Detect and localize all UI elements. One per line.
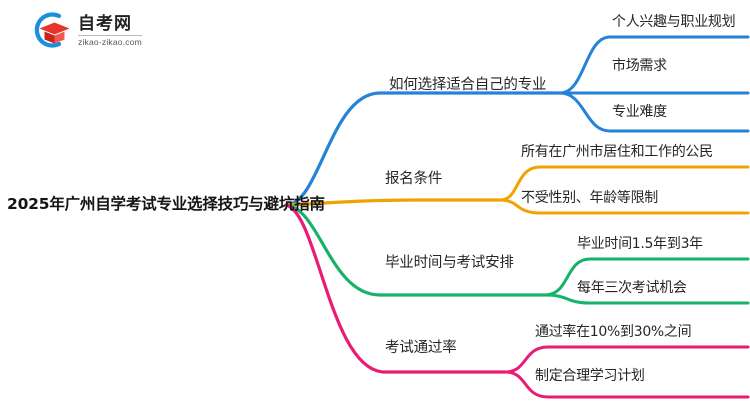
logo-site-name: 自考网 [78, 15, 142, 36]
branch-node-4[interactable]: 考试通过率 [385, 340, 457, 356]
logo-site-url: zikao-zikao.com [78, 36, 142, 47]
leaf-node-2-2[interactable]: 不受性别、年龄等限制 [521, 190, 658, 206]
connector-branch-2-to-leaf-1 [498, 165, 750, 202]
leaf-node-3-1[interactable]: 毕业时间1.5年到3年 [577, 236, 703, 252]
root-node[interactable]: 2025年广州自学考试专业选择技巧与避坑指南 [7, 195, 325, 213]
leaf-node-4-2[interactable]: 制定合理学习计划 [535, 368, 645, 384]
connector-root-to-branch-2 [284, 198, 502, 207]
branch-node-3[interactable]: 毕业时间与考试安排 [385, 255, 514, 271]
connector-branch-4-to-leaf-1 [503, 345, 750, 374]
branch-node-2[interactable]: 报名条件 [385, 171, 443, 187]
connector-root-to-branch-4 [284, 203, 507, 374]
connector-branch-2-to-leaf-2 [498, 198, 750, 215]
leaf-node-1-2[interactable]: 市场需求 [612, 58, 667, 74]
connector-branch-3-to-leaf-1 [543, 257, 750, 297]
leaf-node-2-1[interactable]: 所有在广州市居住和工作的公民 [521, 144, 713, 160]
connector-branch-1-to-leaf-3 [558, 91, 750, 133]
connector-branch-4-to-leaf-2 [503, 370, 750, 399]
leaf-node-3-2[interactable]: 每年三次考试机会 [577, 280, 687, 296]
connector-branch-3-to-leaf-2 [543, 293, 750, 305]
connector-root-to-branch-1 [284, 91, 562, 207]
leaf-node-1-3[interactable]: 专业难度 [612, 104, 667, 120]
graduation-cap-icon [28, 10, 72, 50]
connector-branch-1-to-leaf-1 [558, 35, 750, 95]
branch-node-1[interactable]: 如何选择适合自己的专业 [389, 77, 547, 93]
leaf-node-4-1[interactable]: 通过率在10%到30%之间 [535, 324, 692, 340]
leaf-node-1-1[interactable]: 个人兴趣与职业规划 [612, 14, 736, 30]
site-logo: 自考网 zikao-zikao.com [28, 8, 180, 52]
logo-text-block: 自考网 zikao-zikao.com [78, 14, 142, 47]
connector-root-to-branch-3 [284, 203, 547, 297]
